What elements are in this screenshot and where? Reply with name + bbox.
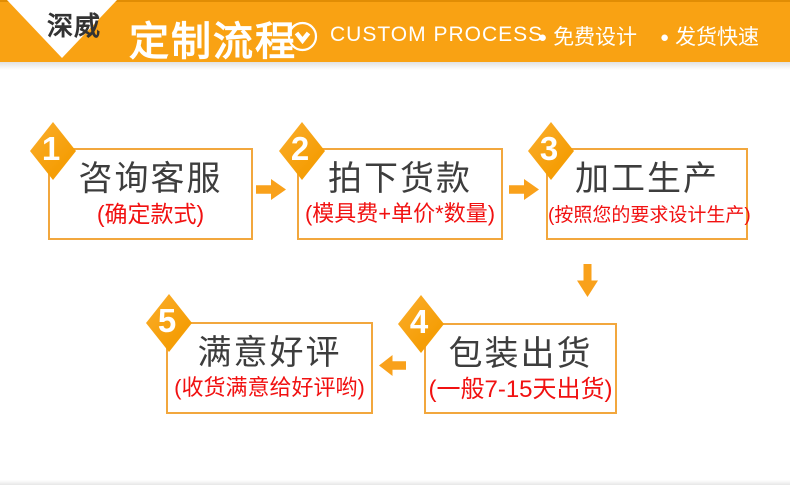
step-box-1: 咨询客服 (确定款式) <box>48 148 253 240</box>
bullet-icon: ● <box>538 29 548 46</box>
step-number: 3 <box>539 130 559 167</box>
bullet-icon: ● <box>660 29 670 46</box>
page-subtitle-en: CUSTOM PROCESS <box>330 23 544 46</box>
step-title: 加工生产 <box>575 160 719 198</box>
step-title: 包装出货 <box>448 335 593 373</box>
step-subtitle: (一般7-15天出货) <box>428 375 613 403</box>
arrow-down-icon <box>577 264 598 297</box>
arrow-right-icon <box>509 179 539 200</box>
brand-logo: 深威 <box>46 11 101 41</box>
header-top-strip <box>0 0 790 2</box>
bottom-edge-shadow <box>0 480 790 485</box>
step-number: 2 <box>290 130 310 167</box>
step-box-4: 包装出货 (一般7-15天出货) <box>424 323 617 414</box>
badge-free-design: ● 免费设计 <box>538 21 637 51</box>
header-bar: 深威 定制流程 CUSTOM PROCESS ● 免费设计 ● 发货快速 <box>0 0 790 64</box>
step-subtitle: (收货满意给好评哟) <box>174 374 365 400</box>
step-subtitle: (按照您的要求设计生产) <box>548 204 751 226</box>
header-shadow <box>0 62 790 70</box>
step-title: 咨询客服 <box>78 160 223 198</box>
logo-banner-ribbon <box>7 0 117 58</box>
step-subtitle: (确定款式) <box>96 200 205 227</box>
badge-label: 免费设计 <box>553 26 638 49</box>
page-title: 定制流程 <box>129 20 297 64</box>
badge-fast-shipping: ● 发货快速 <box>660 21 759 51</box>
arrow-right-icon <box>256 179 286 200</box>
chevron-down-circle-icon <box>287 21 318 52</box>
step-title: 拍下货款 <box>328 160 472 198</box>
step-title: 满意好评 <box>197 334 342 372</box>
step-number: 5 <box>157 302 177 339</box>
arrow-left-icon <box>379 355 406 376</box>
step-box-5: 满意好评 (收货满意给好评哟) <box>166 322 373 414</box>
badge-label: 发货快速 <box>675 26 760 49</box>
step-number: 4 <box>409 303 429 340</box>
step-box-2: 拍下货款 (模具费+单价*数量) <box>297 148 503 240</box>
step-box-3: 加工生产 (按照您的要求设计生产) <box>546 148 751 240</box>
step-number: 1 <box>41 130 61 167</box>
step-subtitle: (模具费+单价*数量) <box>304 200 496 226</box>
